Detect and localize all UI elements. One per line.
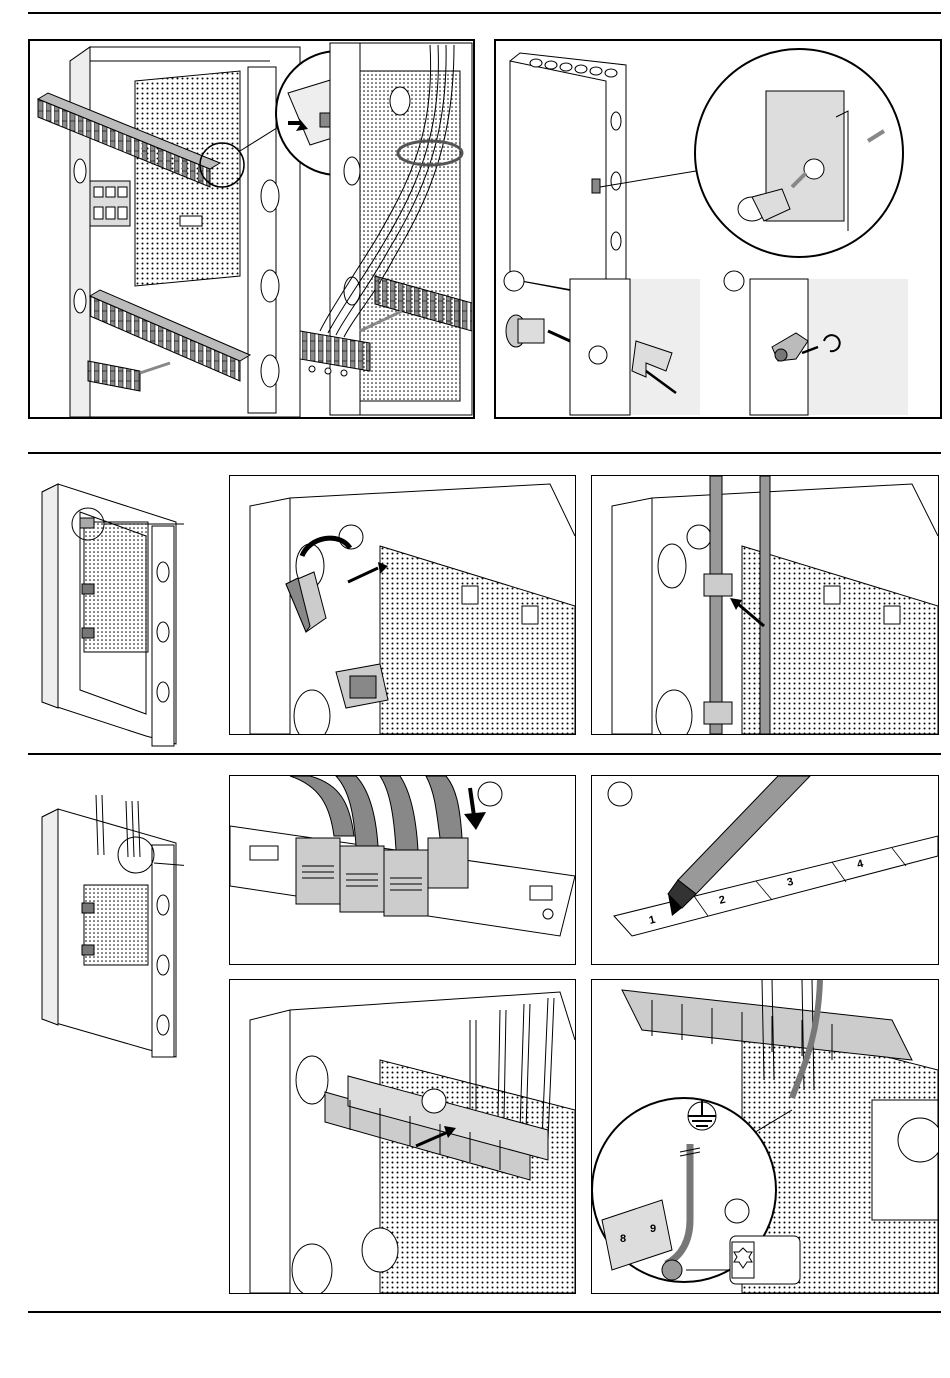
torx-drive-icon bbox=[730, 1236, 800, 1284]
figure-door-lock bbox=[494, 39, 942, 419]
figure-marking-strip: 1 2 3 4 bbox=[591, 775, 939, 965]
figure-enclosure-overview-connectors bbox=[36, 795, 184, 1060]
terminal-label-right: 9 bbox=[650, 1223, 656, 1235]
figure-clip-insert bbox=[229, 475, 576, 735]
section-rule-bottom bbox=[28, 1311, 941, 1313]
terminal-label-left: 8 bbox=[620, 1233, 626, 1245]
section-rule-top bbox=[28, 12, 941, 14]
section-rule-3 bbox=[28, 753, 941, 755]
figure-clip-cables bbox=[591, 475, 939, 735]
figure-enclosure-overview-clips bbox=[36, 482, 184, 747]
figure-connector-snap bbox=[229, 775, 576, 965]
figure-label-cover bbox=[229, 979, 576, 1294]
figure-enclosure-rails bbox=[28, 39, 475, 419]
section-rule-2 bbox=[28, 452, 941, 454]
figure-earth-connection: 8 9 bbox=[591, 979, 939, 1294]
